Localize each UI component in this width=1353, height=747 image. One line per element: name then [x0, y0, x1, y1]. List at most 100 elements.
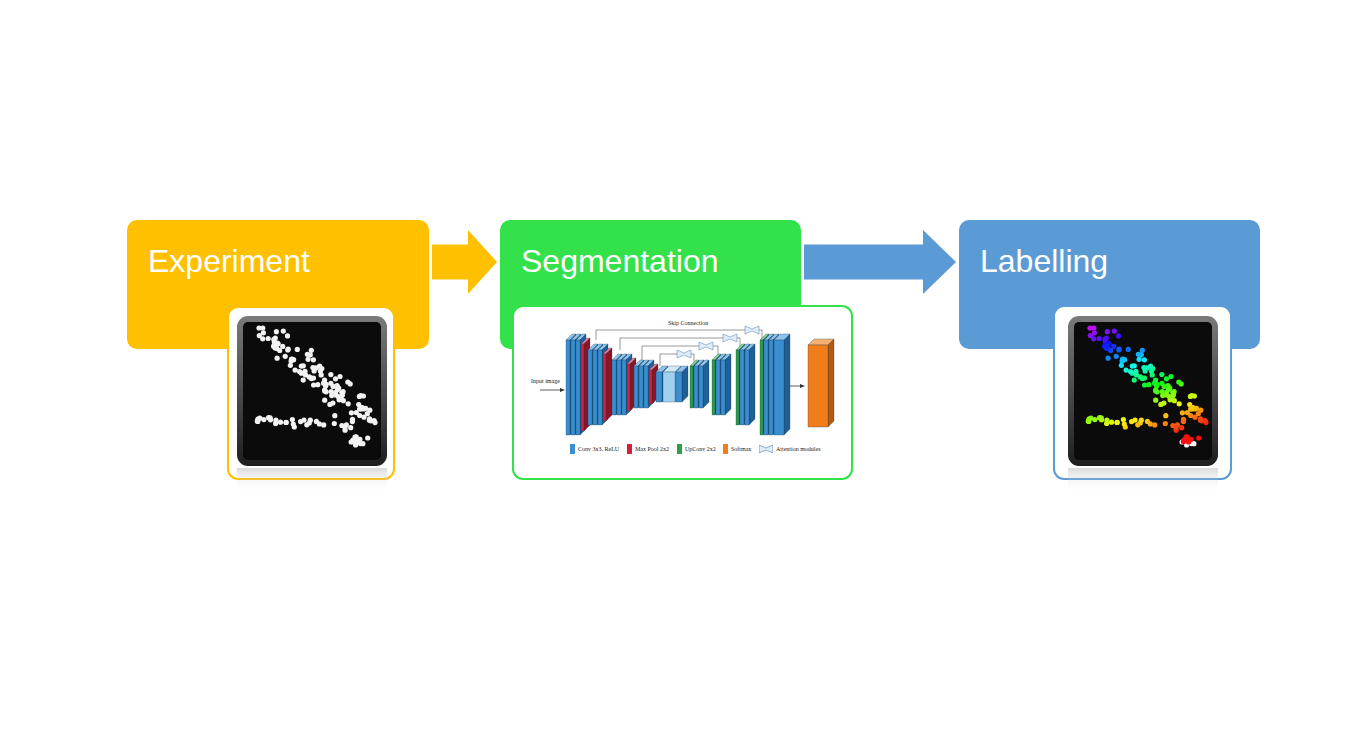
- dot: [332, 421, 337, 426]
- attention-symbol: [759, 445, 773, 453]
- dot: [358, 393, 363, 398]
- dot: [1130, 364, 1135, 369]
- layer-front: [593, 350, 597, 425]
- dot: [274, 329, 279, 334]
- dot: [1153, 377, 1158, 382]
- dot: [299, 364, 304, 369]
- dot: [1194, 406, 1199, 411]
- layer-front: [581, 344, 584, 431]
- dot: [1114, 354, 1119, 359]
- layer-side: [693, 360, 699, 408]
- dot: [311, 382, 316, 387]
- arrow-head: [800, 384, 805, 388]
- layer-front: [760, 340, 763, 435]
- dot: [1152, 422, 1157, 427]
- dot: [1121, 417, 1126, 422]
- layer-front: [745, 350, 749, 425]
- layer-front: [676, 372, 682, 402]
- dot: [346, 401, 351, 406]
- dot: [1105, 329, 1110, 334]
- dot: [352, 435, 357, 440]
- dot: [1116, 333, 1121, 338]
- legend-text: Max Pool 2x2: [635, 446, 669, 452]
- dot: [1087, 325, 1092, 330]
- dot: [1102, 337, 1107, 342]
- dot: [1148, 364, 1153, 369]
- attention-module: [699, 342, 713, 350]
- dot: [257, 333, 262, 338]
- dot: [1139, 418, 1144, 423]
- legend-text: Attention modules: [776, 446, 821, 452]
- dot: [275, 356, 280, 361]
- block-arrow: [804, 230, 956, 294]
- dot: [309, 376, 314, 381]
- layer-front: [571, 340, 575, 435]
- dot: [348, 425, 353, 430]
- layer-side: [606, 348, 612, 421]
- image-ground: [243, 322, 381, 460]
- step-title: Experiment: [127, 220, 429, 280]
- dot: [266, 336, 271, 341]
- dot: [1145, 419, 1150, 424]
- step-title: Labelling: [959, 220, 1260, 280]
- arrow-head: [560, 388, 565, 392]
- dot: [295, 347, 300, 352]
- layer-front: [656, 372, 662, 402]
- dot: [1186, 439, 1191, 444]
- dot: [363, 406, 368, 411]
- dot: [1180, 410, 1185, 415]
- legend-swatch: [677, 444, 682, 454]
- legend-text: Conv 3x3, ReLU: [578, 446, 619, 452]
- dot: [1141, 365, 1146, 370]
- dot: [1176, 379, 1181, 384]
- dot: [1171, 392, 1176, 397]
- skip-line: [642, 346, 718, 360]
- dot: [291, 421, 296, 426]
- dot: [273, 417, 278, 422]
- dot: [285, 333, 290, 338]
- dot: [367, 418, 372, 423]
- legend-swatch: [570, 444, 575, 454]
- dot: [301, 378, 306, 383]
- card-illustration: [1068, 316, 1218, 494]
- layer-side: [643, 360, 649, 408]
- layer-front: [740, 350, 744, 425]
- attention-module: [677, 350, 691, 358]
- image-card: [1053, 305, 1232, 480]
- dot: [1109, 420, 1114, 425]
- layer-front: [612, 360, 616, 415]
- dot: [311, 357, 316, 362]
- dot: [268, 417, 273, 422]
- legend-text: Softmax: [731, 446, 751, 452]
- layer-side: [592, 344, 598, 425]
- layer-side: [725, 354, 731, 415]
- layer-front: [588, 350, 592, 425]
- layer-side: [703, 360, 709, 408]
- layer-front: [627, 364, 630, 411]
- dot: [1115, 420, 1120, 425]
- microscopy-image: [227, 306, 395, 480]
- layer-front: [566, 340, 570, 435]
- dot: [1142, 357, 1147, 362]
- legend-symbol: [759, 444, 773, 454]
- dot: [273, 344, 278, 349]
- layer-side: [575, 334, 581, 435]
- layer-front: [769, 340, 773, 435]
- layer-front: [639, 366, 643, 408]
- layer-side: [828, 339, 834, 427]
- dot: [340, 392, 345, 397]
- dot: [349, 410, 354, 415]
- dot: [308, 418, 313, 423]
- image-frame: [1068, 316, 1218, 466]
- layer-side: [768, 334, 774, 435]
- layer-side: [715, 354, 721, 415]
- dot: [1203, 418, 1208, 423]
- layer-front: [721, 360, 725, 415]
- dot: [255, 417, 260, 422]
- input-arrow: [540, 390, 560, 391]
- attention-module: [723, 334, 737, 342]
- dot: [1166, 387, 1171, 392]
- layer-front: [663, 372, 675, 402]
- dot: [1128, 369, 1133, 374]
- layer-front: [598, 350, 602, 425]
